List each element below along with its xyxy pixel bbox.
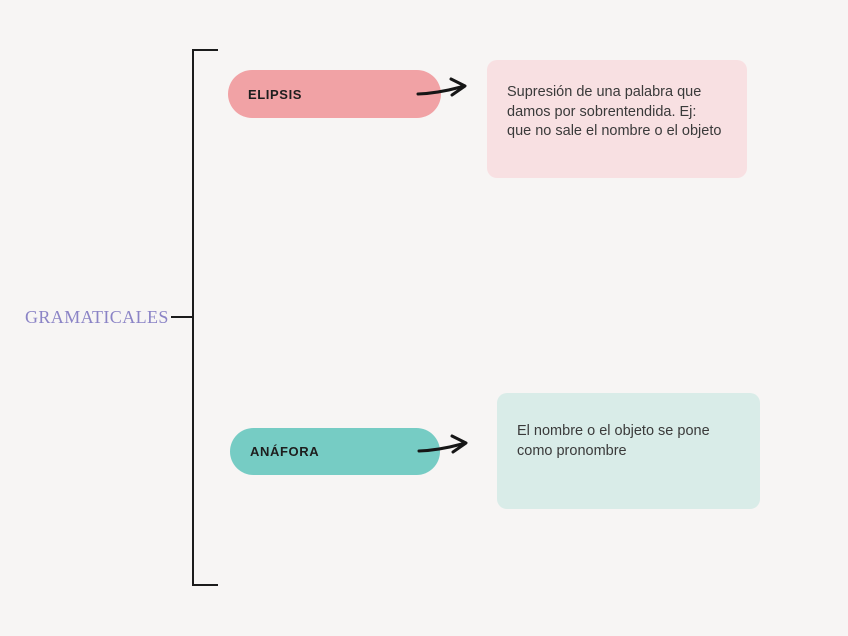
description-text: Supresión de una palabra que damos por s… xyxy=(507,84,722,139)
arrow-right-icon xyxy=(417,434,468,454)
node-pill-label: ELIPSIS xyxy=(248,86,303,102)
bracket-shape xyxy=(192,49,218,586)
arrow-right-icon xyxy=(416,77,467,97)
node-description-box-anafora: El nombre o el objeto se pone como prono… xyxy=(497,393,760,509)
node-pill-anafora: ANÁFORA xyxy=(230,428,440,475)
root-label: GRAMATICALES xyxy=(25,307,169,327)
root-connector-line xyxy=(171,316,192,318)
node-pill-label: ANÁFORA xyxy=(250,444,320,459)
node-pill-elipsis: ELIPSIS xyxy=(228,70,441,118)
description-text: El nombre o el objeto se pone como prono… xyxy=(517,423,710,459)
node-description-box-elipsis: Supresión de una palabra que damos por s… xyxy=(487,60,747,178)
